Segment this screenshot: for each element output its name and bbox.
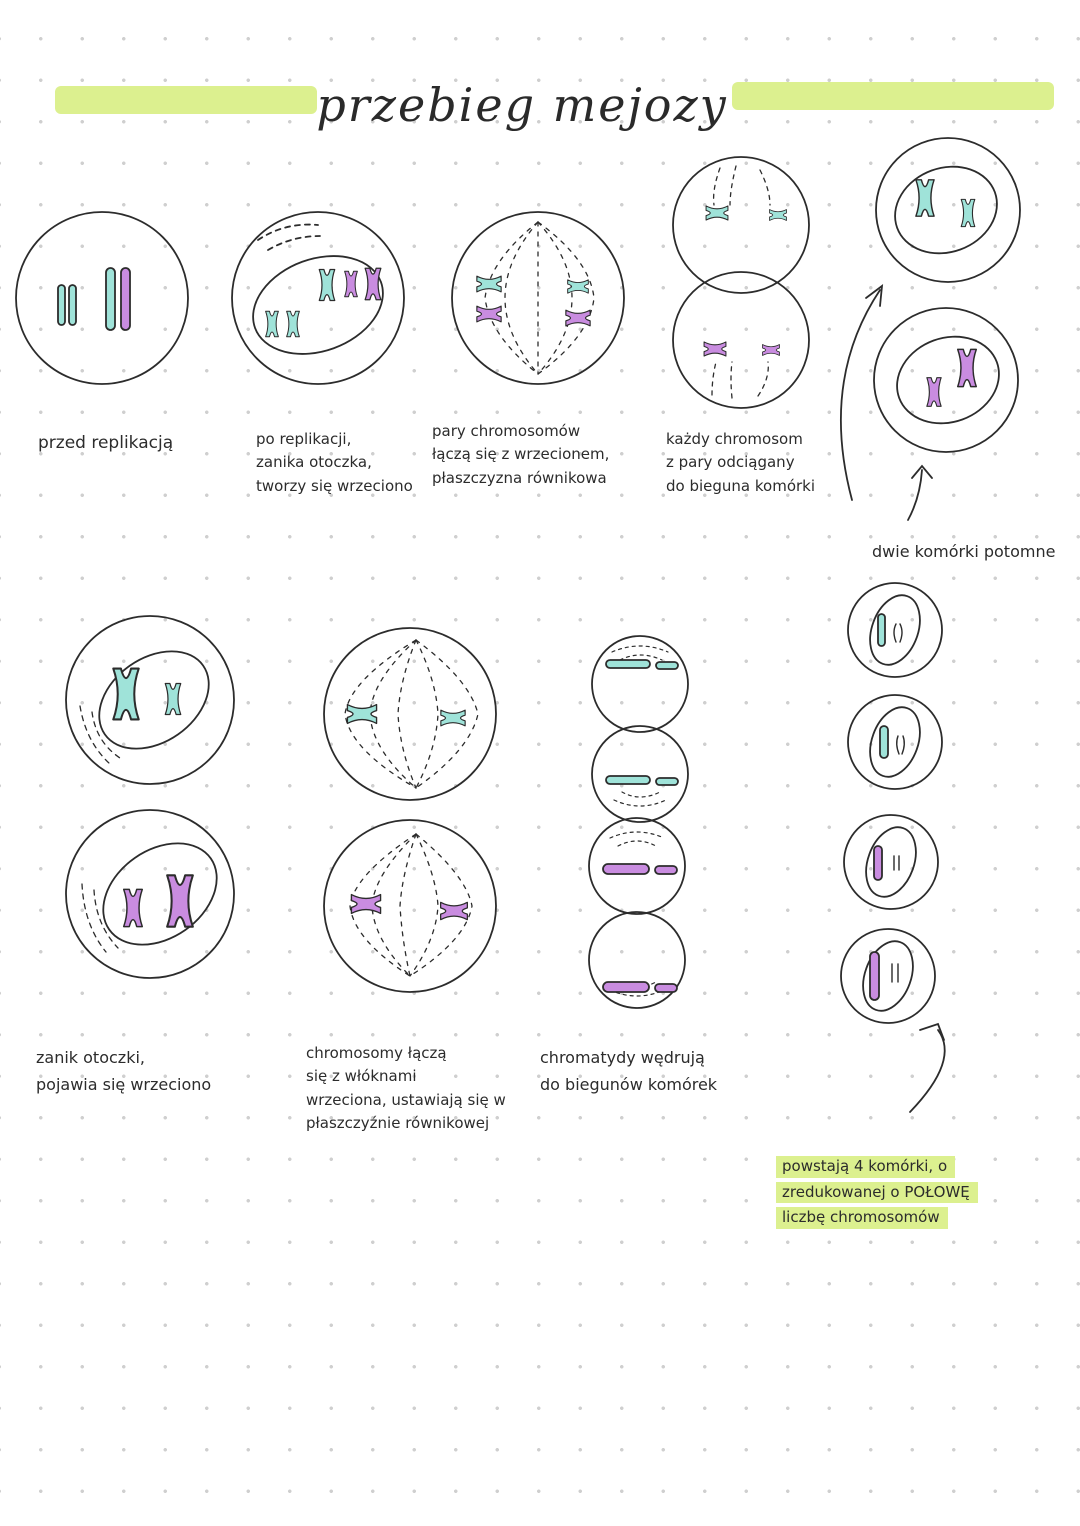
label-line: z pary odciągany bbox=[666, 453, 795, 472]
label-after-replication: po replikacji, zanika otoczka, tworzy si… bbox=[256, 428, 413, 498]
note-line: zredukowanej o POŁOWĘ bbox=[776, 1181, 978, 1203]
label-line: łączą się z wrzecionem, bbox=[432, 445, 610, 464]
title-highlight-right bbox=[732, 82, 1054, 110]
label-line: pary chromosomów bbox=[432, 422, 581, 440]
label-line: przed replikacją bbox=[38, 433, 174, 453]
note-line: liczbę chromosomów bbox=[776, 1207, 948, 1229]
label-each-chromosome: każdy chromosom z pary odciągany do bieg… bbox=[666, 428, 815, 498]
label-line: się z włóknami bbox=[306, 1067, 417, 1086]
cell-envelope-disappears bbox=[65, 615, 235, 979]
cell-chromosomes-equator bbox=[323, 627, 497, 993]
cell-chromatids-migrate bbox=[588, 635, 689, 1009]
title-highlight-left bbox=[55, 86, 317, 114]
note-line: powstają 4 komórki, o bbox=[776, 1156, 956, 1178]
result-note: powstają 4 komórki, o zredukowanej o POŁ… bbox=[776, 1154, 978, 1231]
label-chromosome-pairs: pary chromosomów łączą się z wrzecionem,… bbox=[432, 420, 609, 490]
label-before-replication: przed replikacją bbox=[38, 430, 173, 456]
label-line: chromatydy wędrują bbox=[540, 1048, 705, 1067]
cell-chromosome-pairs bbox=[451, 211, 625, 385]
label-line: zanik otoczki, bbox=[36, 1048, 145, 1067]
label-daughter-cells: dwie komórki potomne bbox=[872, 540, 1055, 565]
label-chromosomes-attach: chromosomy łączą się z włóknami wrzecion… bbox=[306, 1042, 506, 1135]
label-line: zanika otoczka, bbox=[256, 453, 372, 472]
cell-four-daughter-cells bbox=[840, 582, 946, 1113]
label-line: dwie komórki potomne bbox=[872, 542, 1056, 561]
label-line: po replikacji, bbox=[256, 430, 352, 448]
label-line: wrzeciona, ustawiają się w bbox=[306, 1090, 506, 1109]
label-line: do biegunów komórek bbox=[540, 1075, 718, 1095]
label-line: do bieguna komórki bbox=[666, 476, 816, 495]
label-line: chromosomy łączą bbox=[306, 1044, 447, 1062]
cell-after-replication bbox=[231, 211, 405, 385]
page-title: przebieg mejozy bbox=[316, 78, 728, 132]
label-line: płaszczyzna równikowa bbox=[432, 468, 607, 487]
cell-dividing bbox=[672, 156, 810, 409]
label-line: płaszczyźnie równikowej bbox=[306, 1113, 490, 1132]
label-line: pojawia się wrzeciono bbox=[36, 1075, 212, 1095]
cell-before-replication bbox=[15, 211, 189, 385]
label-line: każdy chromosom bbox=[666, 430, 803, 448]
cell-daughter-cells bbox=[840, 137, 1021, 521]
label-chromatids-migrate: chromatydy wędrują do biegunów komórek bbox=[540, 1044, 717, 1098]
label-envelope-disappears: zanik otoczki, pojawia się wrzeciono bbox=[36, 1044, 211, 1098]
label-line: tworzy się wrzeciono bbox=[256, 476, 413, 495]
